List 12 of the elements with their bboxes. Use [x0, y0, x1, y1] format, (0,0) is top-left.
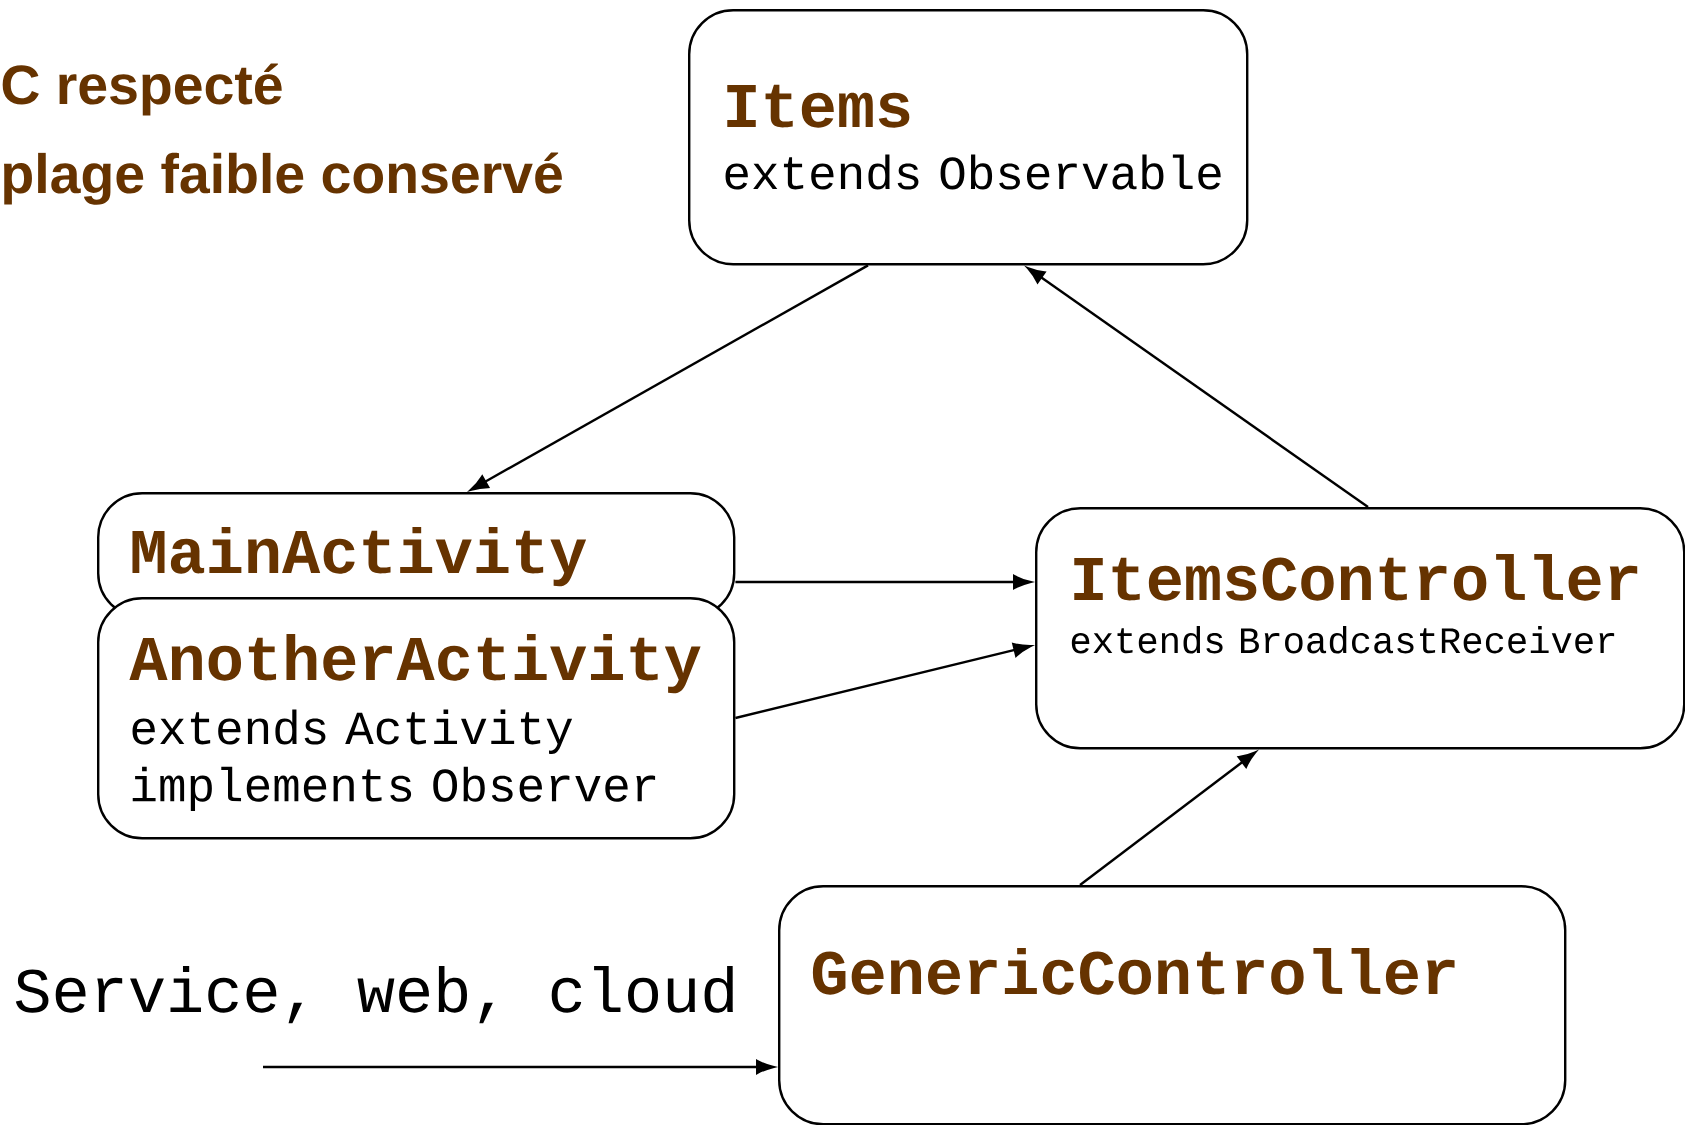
arrow	[1079, 751, 1257, 886]
heading-text: plage faible conservé	[4, 152, 562, 205]
heading-text: C respecté	[2, 63, 282, 116]
arrow	[1027, 267, 1369, 508]
class-box: GenericController	[778, 885, 1567, 1125]
arrow	[735, 642, 1032, 720]
class-box: ItemsController extends BroadcastReceiver	[1035, 507, 1685, 750]
arrow	[735, 574, 1032, 590]
class-box: AnotherActivity extends Activity implements Observer	[97, 597, 736, 840]
class-box: Items extends Observable	[688, 9, 1249, 266]
edge-label: Service, web, cloud	[15, 965, 733, 1024]
arrow	[263, 1059, 775, 1075]
